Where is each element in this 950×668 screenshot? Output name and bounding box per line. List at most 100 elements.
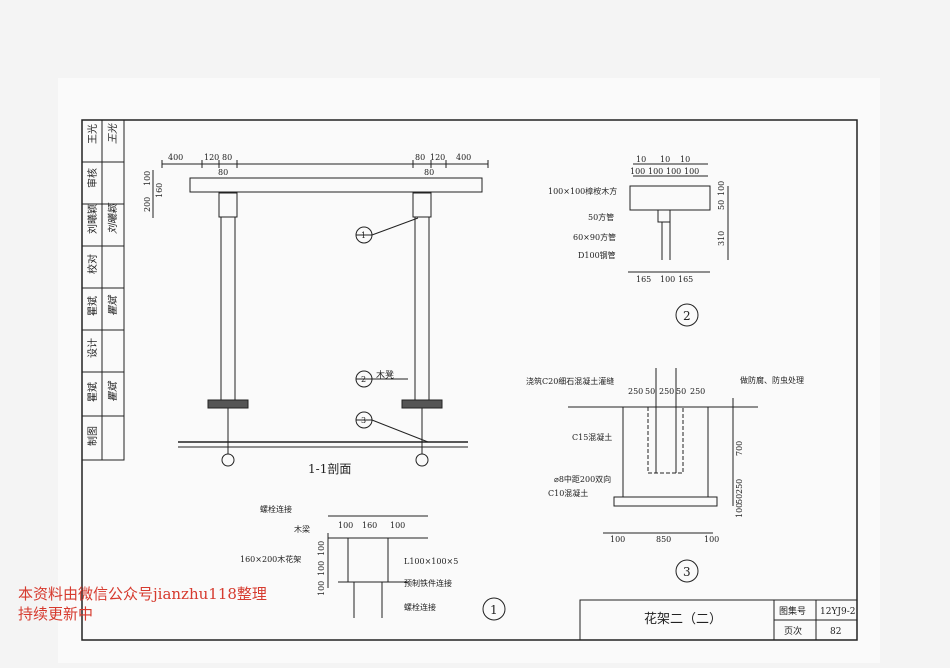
callout-number: 3 (361, 416, 366, 425)
detail3-footing (622, 406, 709, 498)
bench-right (401, 399, 443, 409)
dim: 100 (610, 535, 625, 544)
dim: 100 (735, 503, 744, 518)
label: D100钢管 (578, 250, 616, 260)
detail2-timber (629, 185, 711, 211)
dim: 50 (717, 200, 726, 210)
dim: 250 (735, 479, 744, 494)
label: 100×100樟桉木方 (548, 186, 617, 196)
detail1-post (347, 537, 389, 583)
dim: 100 (143, 171, 152, 186)
callout-number: 2 (361, 375, 366, 384)
dim: 400 (456, 153, 471, 162)
page-label: 页次 (784, 625, 802, 637)
atlas-value: 12YJ9-2 (820, 607, 856, 617)
dim: 80 (222, 153, 232, 162)
section-beam (189, 177, 483, 193)
sidebar-label: 制图 (86, 426, 99, 446)
sidebar-label: 设计 (86, 338, 99, 358)
label: 160×200木花架 (240, 554, 301, 564)
dim: 100 (630, 167, 645, 176)
callout-number: 1 (361, 231, 366, 240)
section-title: 1-1剖面 (308, 462, 351, 476)
dim: 100 (717, 181, 726, 196)
dim: 100 (390, 521, 405, 530)
dim: 165 (636, 275, 651, 284)
post-cap-left (218, 192, 238, 218)
dim: 250 (659, 387, 674, 396)
dim: 50 (735, 494, 744, 504)
label: 螺栓连接 (404, 602, 436, 612)
detail2-square-tube (657, 209, 671, 223)
detail3-c10-base (613, 496, 718, 507)
signature: 瞿斌 (107, 380, 119, 402)
drawing-sheet: 王光 审核 刘曦颖 校对 瞿斌 设计 瞿斌 制图 王光 刘曦颖 瞿斌 瞿斌 40… (58, 78, 880, 663)
dim: 200 (143, 197, 152, 212)
dim: 50 (676, 387, 686, 396)
dim: 160 (362, 521, 377, 530)
dim: 100 (684, 167, 699, 176)
dim: 100 (317, 561, 326, 576)
sidebar-box (81, 119, 125, 461)
detail3-number: 3 (683, 565, 691, 579)
dim: 310 (717, 231, 726, 246)
sidebar-label: 王光 (86, 124, 99, 144)
label: 浇筑C20细石混凝土灌缝 (526, 376, 614, 386)
drawing-title: 花架二（二） (644, 611, 722, 627)
dim: 100 (648, 167, 663, 176)
watermark-line-2: 持续更新中 (18, 605, 94, 623)
label-bench: 木凳 (376, 369, 394, 381)
page-value: 82 (830, 627, 841, 637)
atlas-label: 图集号 (779, 605, 806, 617)
watermark-line-1: 本资料由微信公众号jianzhu118整理 (18, 585, 267, 603)
dim: 160 (155, 183, 164, 198)
dim: 100 (666, 167, 681, 176)
signature: 王光 (107, 123, 119, 144)
dim: 165 (678, 275, 693, 284)
label: L100×100×5 (404, 557, 458, 566)
sidebar-label: 瞿斌 (87, 296, 99, 316)
label: C10混凝土 (548, 488, 588, 498)
sidebar-label: 审核 (86, 168, 99, 188)
detail3-number-circle (675, 559, 699, 583)
label: 做防腐、防虫处理 (740, 375, 804, 385)
dim: 400 (168, 153, 183, 162)
label: 预制铁件连接 (404, 578, 452, 588)
detail1-number-circle (482, 597, 506, 621)
drawing-canvas: 王光 审核 刘曦颖 校对 瞿斌 设计 瞿斌 制图 王光 刘曦颖 瞿斌 瞿斌 40… (81, 119, 858, 641)
sidebar-label: 刘曦颖 (86, 204, 99, 234)
dim: 700 (735, 441, 744, 456)
dim: 10 (680, 155, 690, 164)
label: 50方管 (588, 212, 614, 222)
dim: 120 (430, 153, 445, 162)
dim: 100 (704, 535, 719, 544)
label: 木梁 (294, 524, 310, 534)
dim: 80 (415, 153, 425, 162)
dim: 120 (204, 153, 219, 162)
sidebar-signatures: 王光 刘曦颖 瞿斌 瞿斌 (107, 123, 119, 402)
detail1-number: 1 (490, 603, 498, 617)
label: ⌀8中距200双向 (554, 474, 611, 484)
signature: 瞿斌 (107, 294, 119, 316)
dim: 10 (636, 155, 646, 164)
detail2-number: 2 (683, 309, 691, 323)
detail3-socket (647, 406, 684, 474)
dim: 80 (424, 168, 434, 177)
dim: 100 (338, 521, 353, 530)
dim: 10 (660, 155, 670, 164)
signature: 刘曦颖 (107, 202, 119, 234)
dim: 850 (656, 535, 671, 544)
dim: 250 (628, 387, 643, 396)
dim: 100 (317, 541, 326, 556)
label: 60×90方管 (573, 232, 616, 242)
dim: 80 (218, 168, 228, 177)
label: 螺栓连接 (260, 504, 292, 514)
dim: 250 (690, 387, 705, 396)
footing-left (221, 453, 235, 467)
sidebar-label: 校对 (86, 254, 99, 274)
dim: 50 (645, 387, 655, 396)
sidebar-label: 瞿斌 (87, 382, 99, 402)
sidebar-labels: 王光 审核 刘曦颖 校对 瞿斌 设计 瞿斌 制图 (86, 124, 99, 446)
post-cap-right (412, 192, 432, 218)
detail2-number-circle (675, 303, 699, 327)
